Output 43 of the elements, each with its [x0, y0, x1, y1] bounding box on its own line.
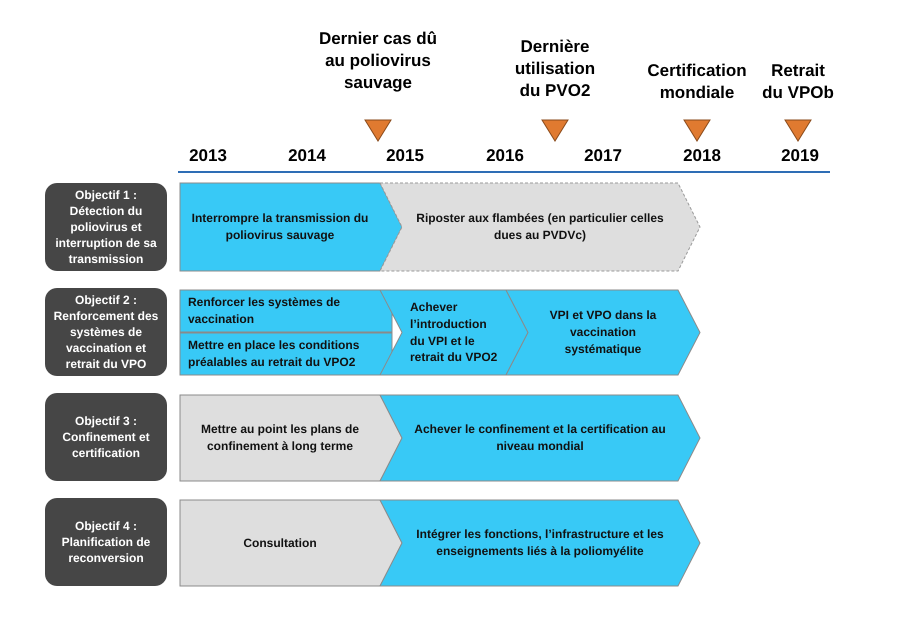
chevron-step — [380, 395, 700, 481]
chevron-step — [180, 183, 402, 271]
step-text: Achever le confinement et la certification au niveau mondial — [413, 421, 667, 455]
objective-text: Planification de reconversion — [60, 534, 152, 566]
milestone-label: Dernier cas dû au poliovirus sauvage — [318, 28, 438, 94]
chevron-step — [180, 500, 402, 586]
year-label: 2017 — [583, 146, 623, 166]
step-text: Mettre au point les plans de confinement à long terme — [200, 421, 360, 455]
year-label: 2013 — [188, 146, 228, 166]
chevron-step — [180, 395, 402, 481]
step-text: Consultation — [243, 534, 317, 552]
step-text: Renforcer les systèmes de vaccination — [188, 294, 342, 328]
step-text: Interrompre la transmission du poliovirus sauvage — [190, 210, 370, 244]
chevron-step — [506, 290, 700, 375]
step-text: Mettre en place les conditions préalables au retrait du VPO2 — [188, 337, 360, 371]
objective-text: Confinement et certification — [61, 428, 151, 462]
objective-title: Objectif 2 : — [74, 292, 137, 308]
objective-title: Objectif 4 : — [74, 518, 137, 534]
chevron-step — [180, 333, 392, 375]
objective-box — [45, 183, 167, 271]
objective-text: Détection du poliovirus et interruption de sa transmission — [54, 202, 158, 268]
objective-box — [45, 498, 167, 586]
objective-title: Objectif 1 : — [74, 186, 137, 203]
milestone-label: Dernière utilisation du PVO2 — [514, 36, 596, 102]
objective-title: Objectif 3 : — [74, 412, 137, 429]
step-text: VPI et VPO dans la vaccination systématique — [548, 307, 658, 358]
milestone-label: Certification mondiale — [646, 60, 748, 104]
objective-text: Renforcement des systèmes de vaccination et retrait du VPO — [52, 308, 160, 372]
step-text: Riposter aux flambées (en particulier celles dues au PVDVc) — [415, 210, 665, 244]
step-text: Achever l’introduction du VPI et le retrait du VPO2 — [410, 298, 498, 366]
year-label: 2019 — [780, 146, 820, 166]
chevron-step — [380, 290, 528, 375]
milestone-label: Retrait du VPOb — [761, 60, 835, 104]
year-label: 2015 — [385, 146, 425, 166]
objective-box — [45, 288, 167, 376]
chevron-step — [380, 183, 700, 271]
year-label: 2014 — [287, 146, 327, 166]
year-label: 2018 — [682, 146, 722, 166]
year-label: 2016 — [485, 146, 525, 166]
chevron-step — [180, 290, 392, 332]
objective-box — [45, 393, 167, 481]
chevron-step — [380, 500, 700, 586]
step-text: Intégrer les fonctions, l’infrastructure et les enseignements liés à la poliomyélite — [415, 526, 665, 560]
